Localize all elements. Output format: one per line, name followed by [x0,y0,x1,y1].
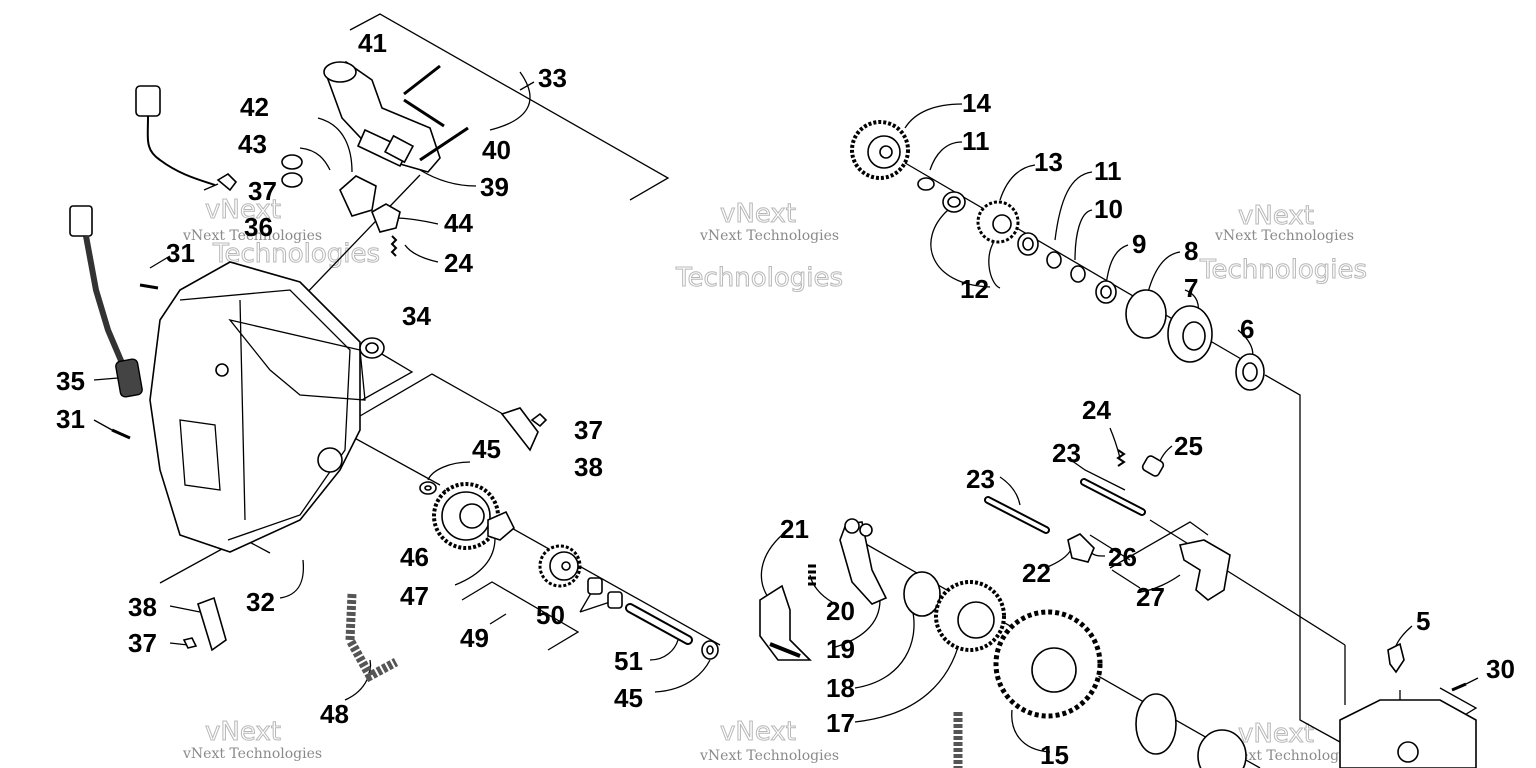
callout-11: 11 [962,126,990,156]
watermark-text: vNext Technologies [1214,228,1354,244]
watermark-vnext: vNext [205,195,281,225]
sensor-harness [135,85,216,186]
callout-39: 39 [480,172,509,202]
callout-20: 20 [826,596,855,626]
callout-8: 8 [1184,236,1198,266]
watermark-text: vNext Technologies [699,748,839,764]
callout-33: 33 [538,63,567,93]
callout-44: 44 [444,208,473,238]
leader-lines [93,13,1479,768]
callout-37: 37 [574,415,603,445]
callout-15: 15 [1040,740,1069,768]
callout-26: 26 [1108,542,1137,572]
callout-24: 24 [444,248,473,278]
callout-48: 48 [320,699,349,729]
watermark-vnext: vNext [1238,201,1314,231]
callout-32: 32 [246,587,275,617]
callout-5: 5 [1416,606,1430,636]
shift-motor [323,61,441,173]
callout-50: 50 [536,600,565,630]
callout-23: 23 [1052,438,1081,468]
watermark-text: vNext Technologies [182,228,322,244]
callout-35: 35 [56,366,85,396]
callout-10: 10 [1094,194,1123,224]
callout-6: 6 [1240,314,1254,344]
callout-45: 45 [472,434,501,464]
watermark-text: vNext Technologies [182,746,322,762]
watermark-vnext: vNext [720,717,796,747]
callout-14: 14 [962,88,991,118]
callout-13: 13 [1034,147,1063,177]
callout-49: 49 [460,623,489,653]
parts [69,61,1477,768]
callout-30: 30 [1486,654,1515,684]
callout-37: 37 [128,628,157,658]
callout-38: 38 [128,592,157,622]
callout-47: 47 [400,581,429,611]
callout-24: 24 [1082,395,1111,425]
callout-12: 12 [960,274,989,304]
watermark-vnext: vNext [205,717,281,747]
drive-chain-48 [345,593,399,683]
callout-31: 31 [166,238,195,268]
callout-9: 9 [1132,229,1146,259]
callout-43: 43 [238,129,267,159]
watermark-text: vNext Technologies [699,228,839,244]
watermark-vnext: vNext [1238,719,1314,749]
callout-23: 23 [966,464,995,494]
callouts: 41 33 42 43 40 37 39 36 44 31 24 34 35 3… [56,28,1515,768]
gear-50 [538,544,582,588]
watermarks: vNext vNext Technologies Technologies vN… [182,195,1368,765]
watermark-vnext: vNext [720,199,796,229]
callout-19: 19 [826,634,855,664]
callout-42: 42 [240,92,269,122]
callout-25: 25 [1174,431,1203,461]
wiring-harness [69,205,143,398]
callout-36: 36 [244,212,273,242]
callout-46: 46 [400,542,429,572]
callout-27: 27 [1136,582,1165,612]
watermark-technologies: Technologies [675,263,843,293]
callout-18: 18 [826,673,855,703]
watermark-text: vNext Technologies [1219,748,1359,764]
callout-37: 37 [248,176,277,206]
callout-45: 45 [614,683,643,713]
callout-7: 7 [1184,273,1198,303]
callout-31: 31 [56,404,85,434]
callout-40: 40 [482,135,511,165]
watermark-technologies: Technologies [1199,255,1367,285]
callout-22: 22 [1022,558,1051,588]
callout-21: 21 [780,514,809,544]
callout-11: 11 [1094,156,1122,186]
gear-46 [432,482,500,550]
callout-41: 41 [358,28,387,58]
callout-51: 51 [614,646,643,676]
callout-17: 17 [826,708,855,738]
callout-38: 38 [574,452,603,482]
callout-34: 34 [402,301,431,331]
gear-case-cover [149,261,366,553]
